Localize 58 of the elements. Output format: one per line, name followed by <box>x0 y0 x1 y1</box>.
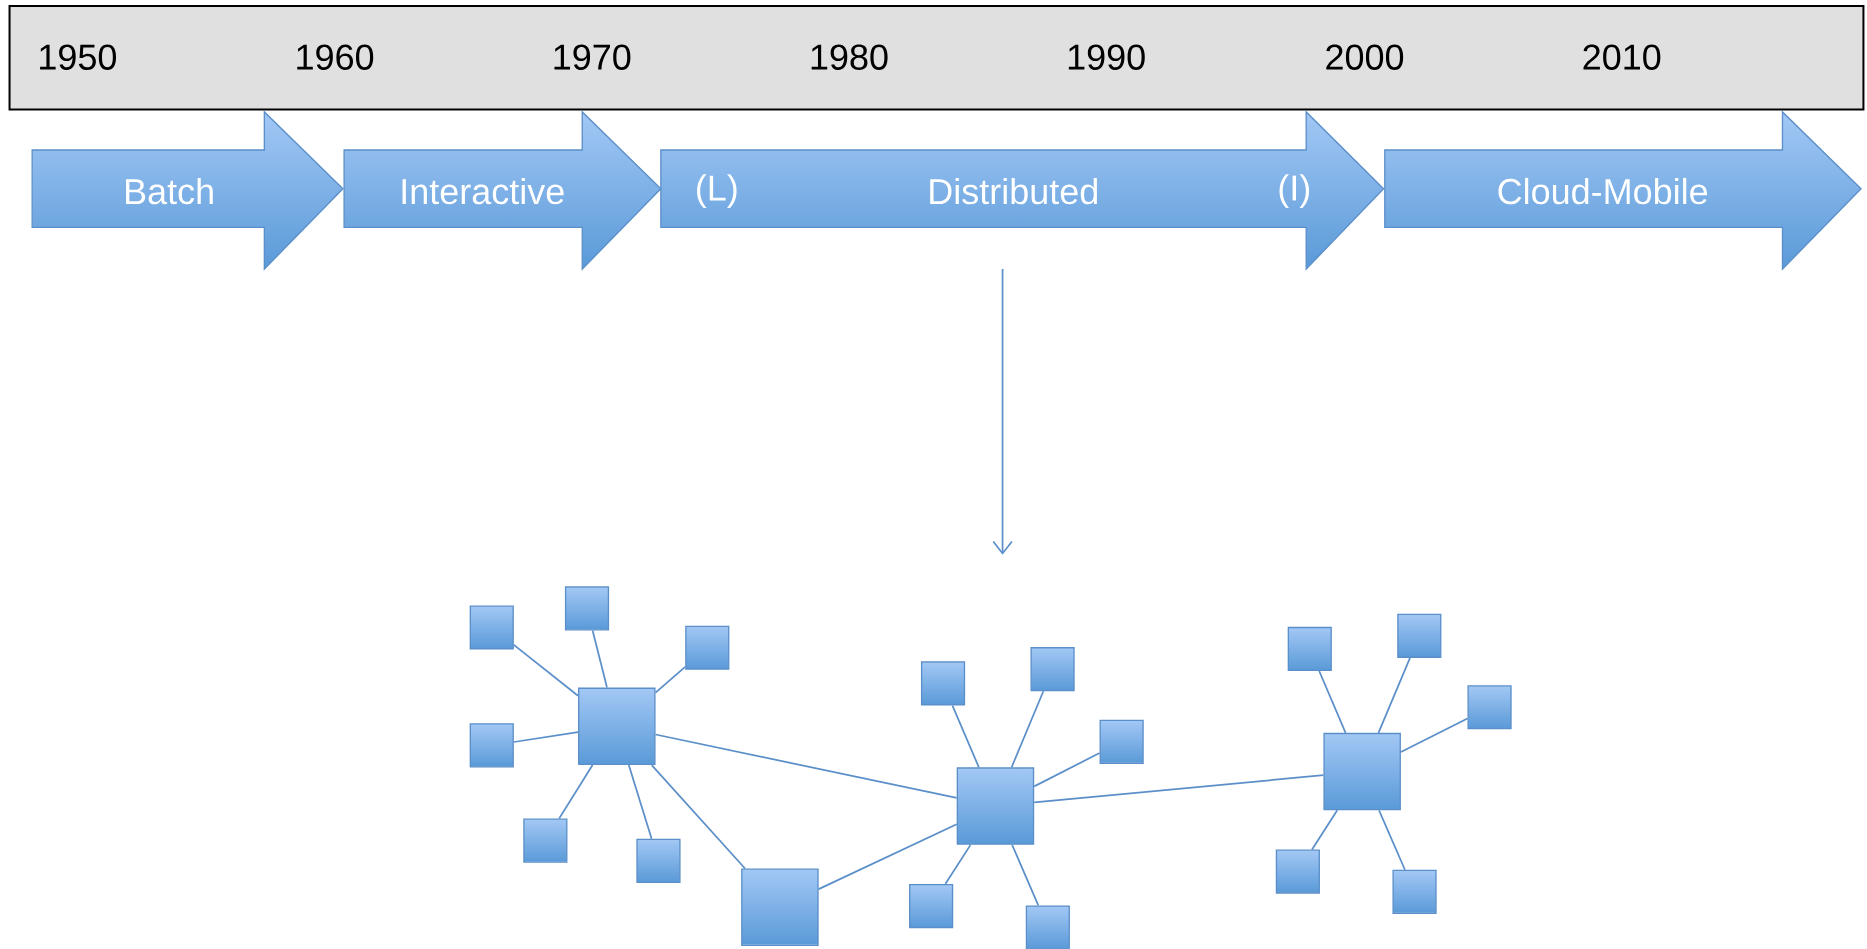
square-node <box>1392 869 1437 914</box>
square-node <box>469 605 514 650</box>
connector-line <box>1011 844 1040 907</box>
square-node <box>469 723 514 768</box>
connector-line <box>513 731 579 743</box>
square-node <box>1030 647 1075 692</box>
connector-line <box>1377 657 1411 734</box>
arrow <box>992 268 1013 555</box>
arrow-label: Cloud-Mobile <box>1498 177 1708 205</box>
connector-line <box>944 844 972 885</box>
connector-line <box>654 733 958 799</box>
square-node <box>1275 849 1320 894</box>
connector-line <box>1378 809 1406 871</box>
connector-line <box>817 823 958 890</box>
square-node <box>1099 719 1144 764</box>
square-node <box>741 868 819 947</box>
timeline-bar <box>8 4 1865 111</box>
connector-line <box>1400 717 1469 753</box>
year-label: 1960 <box>297 44 374 70</box>
square-node <box>920 661 966 706</box>
phase-band <box>343 110 662 271</box>
connector-line <box>951 704 980 769</box>
connector-line <box>513 644 579 697</box>
square-node <box>523 818 568 863</box>
connector-line <box>1010 690 1045 769</box>
square-node <box>1397 613 1442 658</box>
year-label: 1990 <box>1068 44 1145 70</box>
square-node <box>578 687 656 766</box>
year-label: 2000 <box>1326 44 1404 70</box>
arrow-label: Batch <box>126 177 213 205</box>
connector-line <box>1318 670 1347 734</box>
square-node <box>636 838 681 883</box>
arrow-label: Distributed <box>930 177 1097 205</box>
phase-band <box>31 110 344 271</box>
square-node <box>685 625 730 670</box>
connector-line <box>1033 752 1101 788</box>
connector-line <box>650 764 746 870</box>
connector-line <box>1311 809 1339 851</box>
year-label: 1980 <box>811 44 888 70</box>
arrow-label: (I) <box>1279 174 1310 208</box>
connector-line <box>627 764 653 840</box>
square-node <box>956 767 1035 845</box>
year-label: 2010 <box>1583 44 1661 70</box>
arrow-label: Interactive <box>402 177 564 205</box>
square-node <box>1323 732 1401 811</box>
phase-band <box>1384 110 1862 271</box>
arrow-label: (L) <box>697 174 737 208</box>
year-label: 1970 <box>554 44 631 70</box>
square-node <box>1467 685 1512 730</box>
connector-line <box>558 764 594 820</box>
year-label: 1950 <box>40 44 116 70</box>
square-node <box>909 884 954 929</box>
connector-line <box>1033 774 1325 804</box>
square-node <box>1025 905 1070 949</box>
connector-line <box>654 666 687 694</box>
square-node <box>564 586 610 631</box>
square-node <box>1287 626 1332 672</box>
connector-line <box>591 629 608 689</box>
